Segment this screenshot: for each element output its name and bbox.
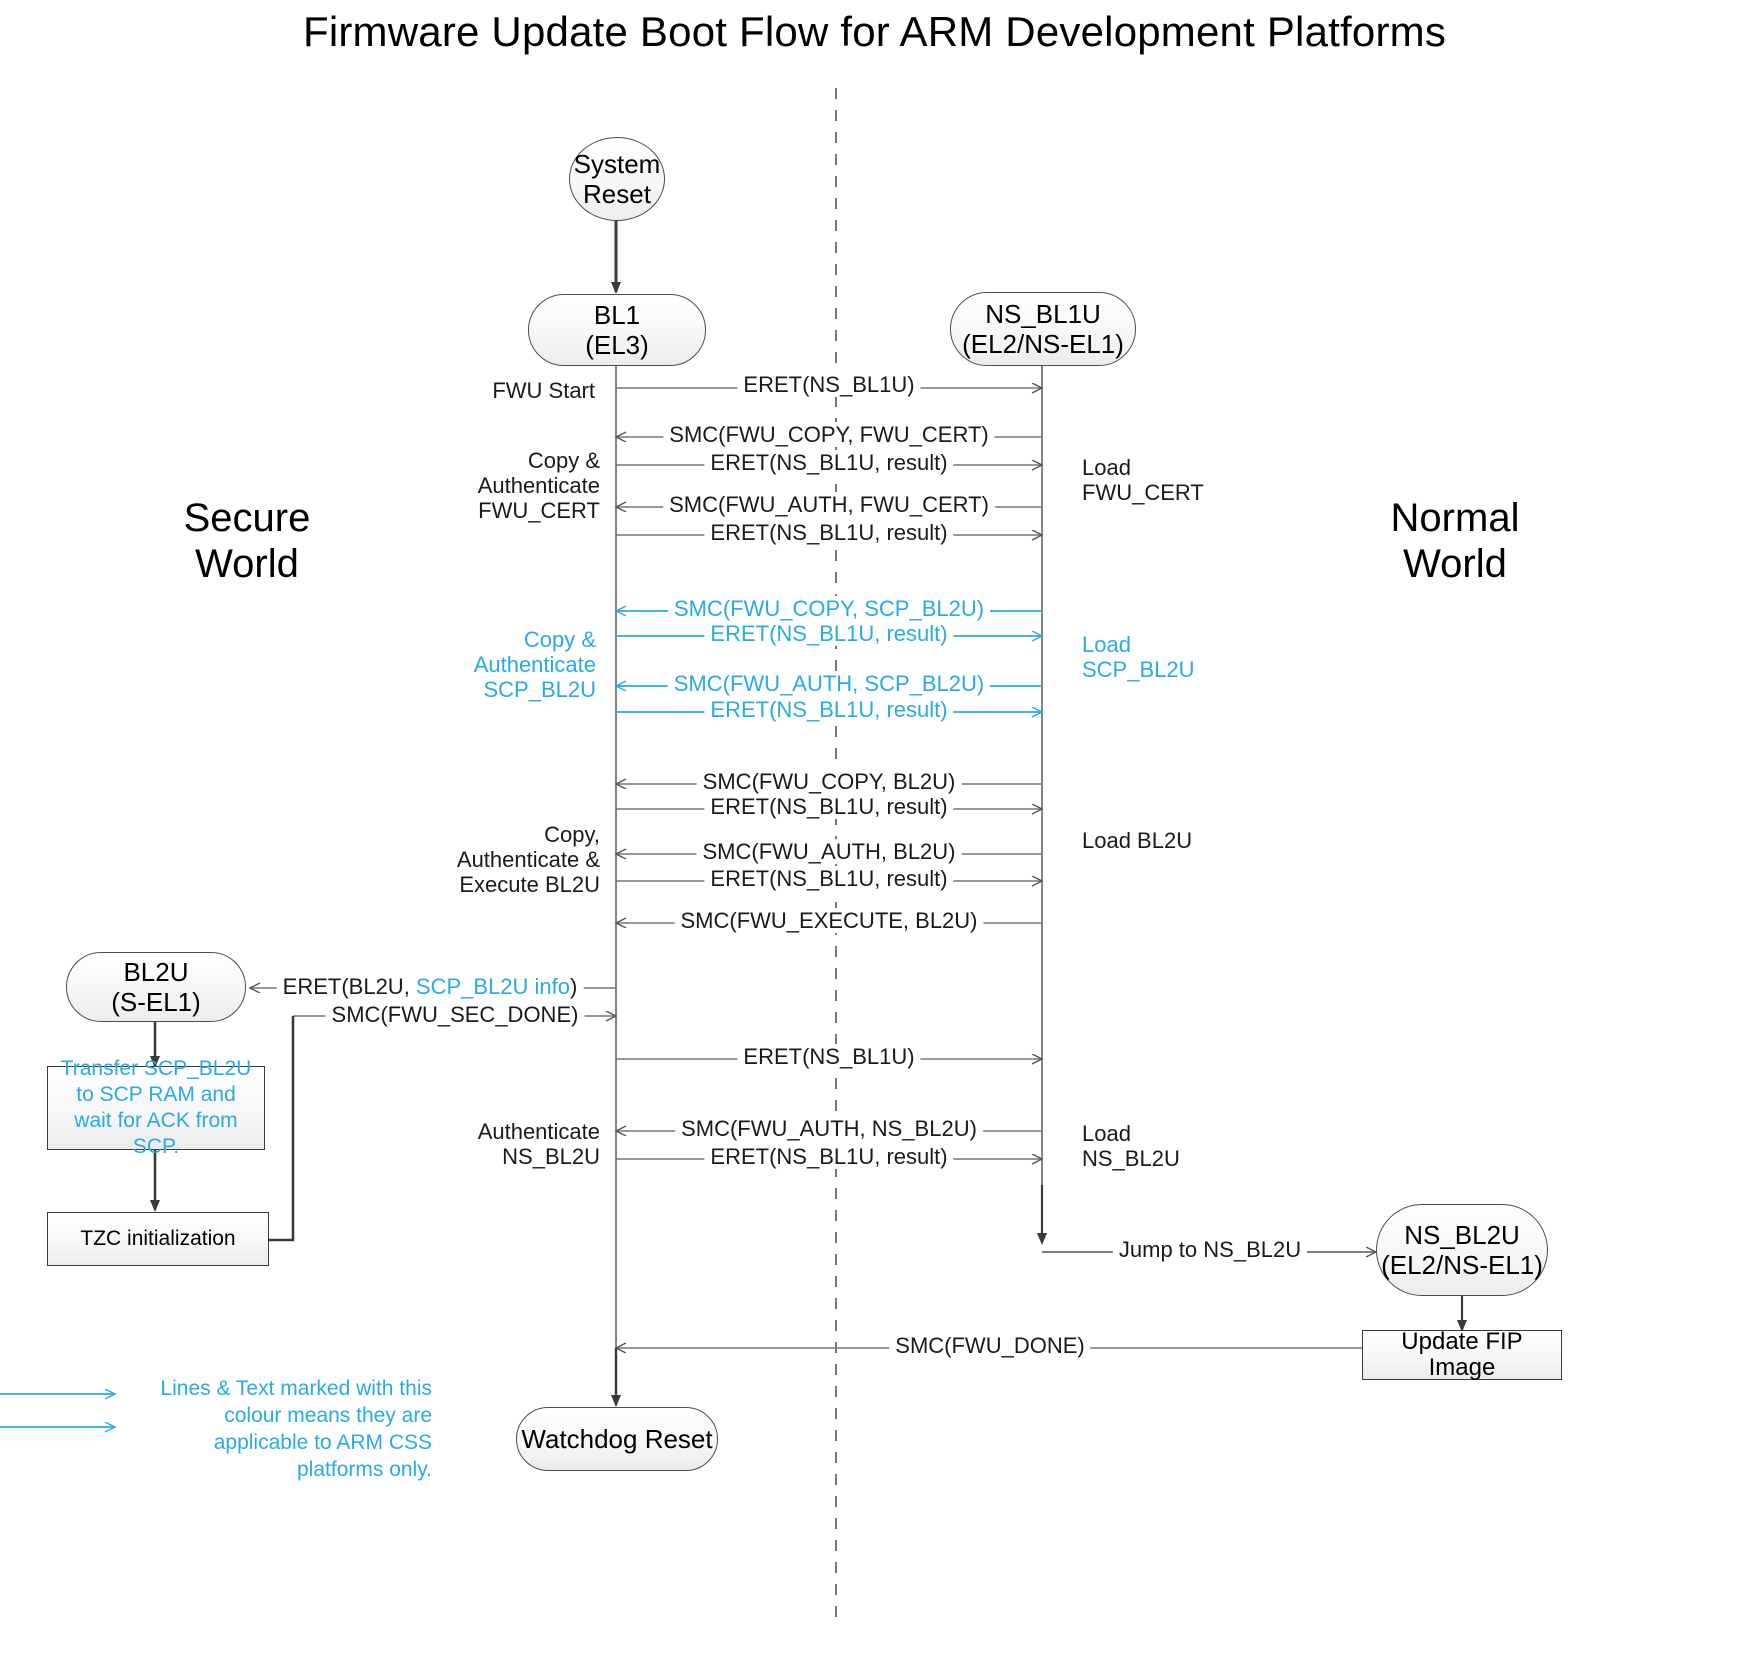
page-title: Firmware Update Boot Flow for ARM Develo… <box>302 8 1447 55</box>
node-ns-bl2u-line2: (EL2/NS-EL1) <box>1381 1250 1543 1280</box>
node-ns-bl1u-line1: NS_BL1U <box>985 299 1101 329</box>
side-note-authenticate-ns-bl2u: Authenticate NS_BL2U <box>477 1119 600 1169</box>
side-note-copy-auth-exec-bl2u: Copy, Authenticate & Execute BL2U <box>456 822 600 897</box>
side-note-load-scp-bl2u: Load SCP_BL2U <box>1082 632 1195 682</box>
side-note-copy-auth-scp-bl2u: Copy & Authenticate SCP_BL2U <box>473 627 596 702</box>
message-label-m16: SMC(FWU_SEC_DONE) <box>325 1002 585 1027</box>
message-label-m12: SMC(FWU_AUTH, BL2U) <box>696 839 962 864</box>
message-label-m13: ERET(NS_BL1U, result) <box>704 866 954 891</box>
node-update-fip-image[interactable]: Update FIP Image <box>1362 1328 1562 1381</box>
message-label-m17: ERET(NS_BL1U) <box>737 1044 921 1069</box>
message-label-m15-black: ERET(BL2U, <box>282 974 416 999</box>
message-label-m15-tail: ) <box>570 974 578 999</box>
node-bl1[interactable]: BL1 (EL3) <box>528 294 706 366</box>
edge-tzc-to-secdone <box>268 1016 295 1242</box>
message-label-m6: SMC(FWU_COPY, SCP_BL2U) <box>667 596 991 621</box>
message-label-m9: ERET(NS_BL1U, result) <box>704 697 954 722</box>
side-note-fwu-start: FWU Start <box>492 378 595 403</box>
node-update-fip-image-text: Update FIP Image <box>1401 1328 1523 1381</box>
node-system-reset[interactable]: System Reset <box>569 137 665 221</box>
node-transfer-scp-bl2u[interactable]: Transfer SCP_BL2U to SCP RAM and wait fo… <box>47 1057 265 1158</box>
node-bl2u[interactable]: BL2U (S-EL1) <box>66 952 246 1022</box>
node-bl1-line2: (EL3) <box>585 330 649 360</box>
node-system-reset-line1: System <box>573 149 661 179</box>
node-tzc-init-text: TZC initialization <box>80 1227 236 1250</box>
node-transfer-scp-bl2u-text: Transfer SCP_BL2U to SCP RAM and wait fo… <box>60 1057 252 1158</box>
message-label-m19: ERET(NS_BL1U, result) <box>704 1144 954 1169</box>
node-tzc-init[interactable]: TZC initialization <box>47 1212 269 1266</box>
side-note-copy-auth-fwu-cert: Copy & Authenticate FWU_CERT <box>477 448 600 523</box>
message-label-m7: ERET(NS_BL1U, result) <box>704 621 954 646</box>
message-label-m3: ERET(NS_BL1U, result) <box>704 450 954 475</box>
node-ns-bl2u[interactable]: NS_BL2U (EL2/NS-EL1) <box>1376 1204 1548 1296</box>
node-ns-bl1u[interactable]: NS_BL1U (EL2/NS-EL1) <box>950 292 1136 366</box>
message-label-m14: SMC(FWU_EXECUTE, BL2U) <box>674 908 984 933</box>
message-label-m15: ERET(BL2U, SCP_BL2U info) <box>276 974 584 999</box>
legend-text: Lines & Text marked with this colour mea… <box>160 1377 432 1481</box>
side-note-load-bl2u: Load BL2U <box>1082 828 1193 853</box>
node-ns-bl1u-line2: (EL2/NS-EL1) <box>962 329 1124 359</box>
normal-world-label: Normal World <box>1390 496 1520 586</box>
message-label-m11: ERET(NS_BL1U, result) <box>704 794 954 819</box>
message-label-m15-cyan: SCP_BL2U info <box>415 974 571 999</box>
side-note-load-ns-bl2u: Load NS_BL2U <box>1082 1121 1180 1171</box>
message-label-m5: ERET(NS_BL1U, result) <box>704 520 954 545</box>
message-label-m1: ERET(NS_BL1U) <box>737 372 921 397</box>
message-label-m10: SMC(FWU_COPY, BL2U) <box>696 769 962 794</box>
message-label-m2: SMC(FWU_COPY, FWU_CERT) <box>663 422 995 447</box>
message-label-m18: SMC(FWU_AUTH, NS_BL2U) <box>675 1116 983 1141</box>
node-bl2u-line2: (S-EL1) <box>111 987 201 1017</box>
message-label-m21: SMC(FWU_DONE) <box>889 1333 1091 1358</box>
node-ns-bl2u-line1: NS_BL2U <box>1404 1220 1520 1250</box>
message-label-m4: SMC(FWU_AUTH, FWU_CERT) <box>663 492 995 517</box>
node-system-reset-line2: Reset <box>583 179 651 209</box>
message-label-m8: SMC(FWU_AUTH, SCP_BL2U) <box>667 671 991 696</box>
node-watchdog-reset-line1: Watchdog Reset <box>521 1424 713 1454</box>
message-label-m20: Jump to NS_BL2U <box>1112 1237 1308 1262</box>
side-note-load-fwu-cert: Load FWU_CERT <box>1082 455 1204 505</box>
node-bl2u-line1: BL2U <box>123 957 189 987</box>
node-bl1-line1: BL1 <box>593 300 641 330</box>
node-watchdog-reset[interactable]: Watchdog Reset <box>516 1407 718 1471</box>
secure-world-label: Secure World <box>183 496 311 586</box>
